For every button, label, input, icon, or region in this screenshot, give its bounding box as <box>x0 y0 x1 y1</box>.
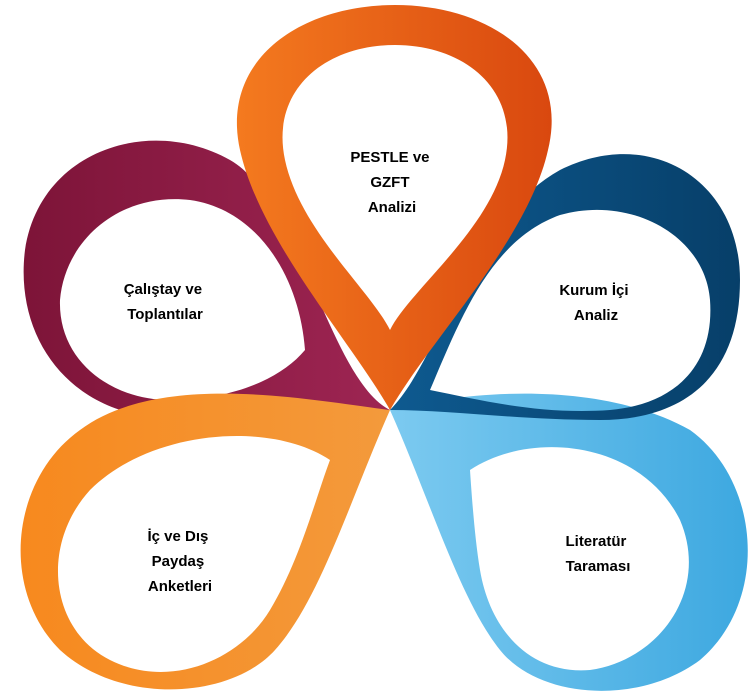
petal-ring-literatur <box>390 393 748 691</box>
label-literatur-line-2: Taraması <box>566 558 631 575</box>
petal-ring-pestle <box>236 5 552 410</box>
label-paydas-line-2: Paydaş <box>152 553 205 570</box>
label-literatur-line-1: Literatür <box>565 533 626 550</box>
petal-literatur <box>390 393 748 691</box>
label-pestle-line-3: Analizi <box>368 199 416 216</box>
petal-ring-paydas <box>20 393 390 690</box>
petal-calistay <box>23 140 391 419</box>
label-calistay-line-1: Çalıştay ve <box>124 281 202 298</box>
petal-paydas <box>20 393 390 690</box>
label-pestle: PESTLE ve GZFT Analizi <box>350 149 433 216</box>
petal-ring-kurum <box>390 154 740 420</box>
label-kurum-line-2: Analiz <box>574 307 618 324</box>
petal-kurum <box>390 154 740 420</box>
label-paydas-line-1: İç ve Dış <box>147 528 208 545</box>
label-pestle-line-1: PESTLE ve <box>350 149 429 166</box>
label-paydas: İç ve Dış Paydaş Anketleri <box>147 528 212 595</box>
label-calistay-line-2: Toplantılar <box>127 306 203 323</box>
petal-pestle <box>236 5 552 410</box>
petal-ring-calistay <box>23 140 391 419</box>
label-paydas-line-3: Anketleri <box>148 578 212 595</box>
label-kurum-line-1: Kurum İçi <box>559 282 628 299</box>
label-kurum: Kurum İçi Analiz <box>559 282 632 324</box>
label-calistay: Çalıştay ve Toplantılar <box>124 281 207 323</box>
label-literatur: Literatür Taraması <box>565 533 630 575</box>
label-pestle-line-2: GZFT <box>370 174 409 191</box>
